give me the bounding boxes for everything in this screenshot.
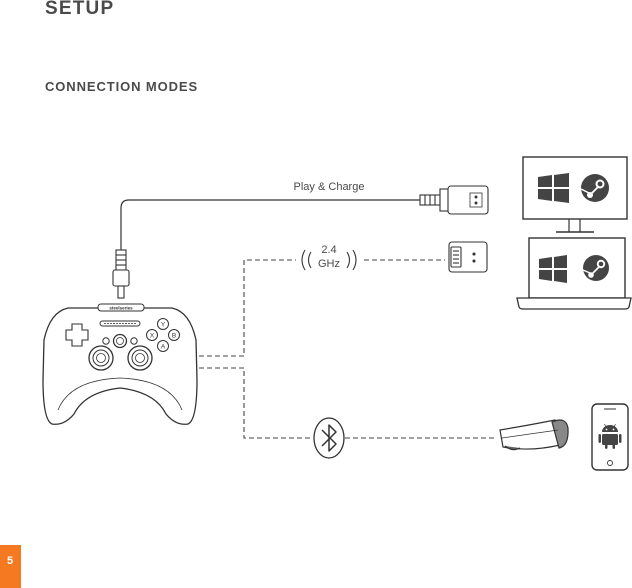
bluetooth-link <box>199 367 495 439</box>
wireless-signal-icon <box>301 249 357 271</box>
wireless-band-unit-label: GHz <box>318 258 340 270</box>
android-phone-icon <box>591 403 629 471</box>
section-title: CONNECTION MODES <box>45 79 199 94</box>
svg-text:B: B <box>172 333 176 340</box>
page-number: 5 <box>0 545 21 588</box>
steam-logo-icon <box>582 255 609 281</box>
windows-logo-icon <box>538 173 569 203</box>
usb-cable <box>120 199 420 250</box>
android-logo-icon <box>598 423 622 449</box>
dpad-icon <box>65 323 89 347</box>
face-buttons-icon <box>146 318 180 352</box>
controller-brand-label: steelseries <box>109 306 133 311</box>
bluetooth-icon <box>313 417 345 459</box>
usb-dongle-icon <box>448 241 488 273</box>
play-charge-label: Play & Charge <box>294 181 365 193</box>
windows-logo-icon <box>539 255 567 283</box>
controller-icon: steelseries Y X B A <box>42 303 198 425</box>
monitor-icon <box>522 156 628 233</box>
steam-logo-icon <box>580 174 609 202</box>
page-title: SETUP <box>45 0 115 19</box>
wireless-link <box>199 259 445 357</box>
laptop-icon <box>516 237 632 310</box>
vr-headset-icon <box>499 419 569 451</box>
wireless-band-label: 2.4 <box>321 244 336 256</box>
usb-a-plug-icon <box>419 185 489 215</box>
svg-text:Y: Y <box>161 322 166 329</box>
svg-text:X: X <box>150 333 155 340</box>
usb-c-connector-icon <box>112 249 130 299</box>
svg-text:A: A <box>161 344 166 351</box>
